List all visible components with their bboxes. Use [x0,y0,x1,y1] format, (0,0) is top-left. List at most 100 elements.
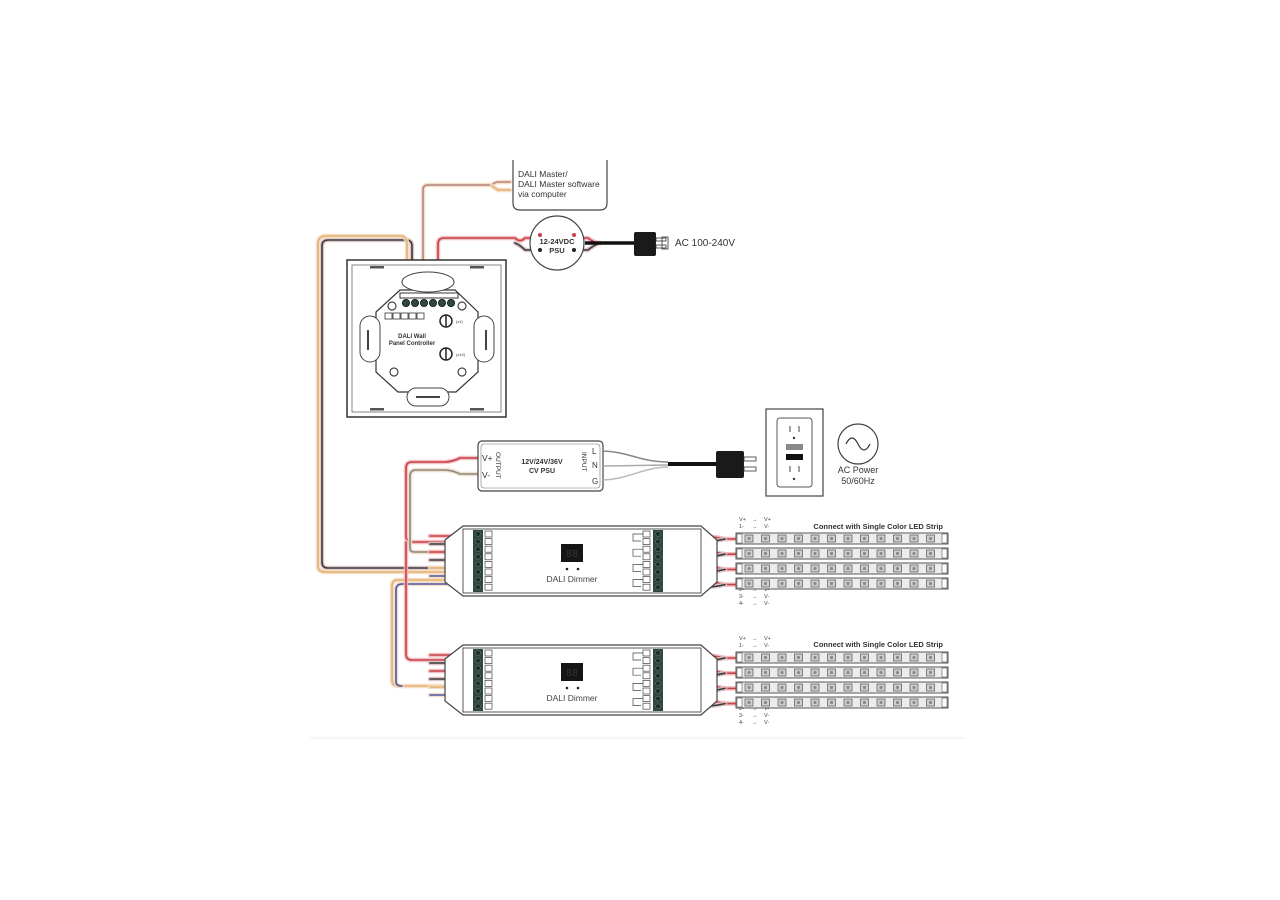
channel-bracket [632,667,643,676]
led-dot [796,670,801,675]
wire-cvpsu-vminus [409,469,479,553]
led-dot [895,581,900,586]
led-dot [912,670,916,675]
led-dot [895,670,900,675]
strip-connector [941,548,948,559]
led-dot [747,536,751,541]
pin-map-to: V- [764,720,769,726]
wall-panel-terminals [399,292,459,307]
led-dot [763,566,768,571]
terminal-screw [475,657,481,664]
terminal-label-box [484,583,493,591]
terminal-screw [655,688,661,694]
terminal-screw [475,531,481,537]
led-dot [928,581,933,586]
led-dot [780,581,784,586]
terminal-label-box [642,538,651,545]
terminal-label-box [642,545,651,553]
led-dot [912,700,916,705]
address-dial-x10: (x10) [439,347,466,361]
wall-panel-button-row [384,312,425,320]
terminal-label-box [484,545,493,553]
wire-power-to-dimmer-2 [405,541,471,661]
strip-connector [736,578,743,589]
wall-panel-line-2: Panel Controller [389,341,436,347]
led-dot [846,700,850,705]
terminal-label-box [642,695,651,702]
terminal-label-box [484,538,493,545]
terminal-screw [655,703,661,709]
channel-bracket [632,564,643,572]
led-strip-group-1: Connect with Single Color LED Strip V+→V… [735,517,949,607]
terminal-screw [655,576,661,583]
cv-psu-G: G [592,477,598,486]
led-indicator [565,686,569,690]
led-dot [879,655,883,660]
terminal-screw [655,569,661,575]
terminal-label-box [642,672,651,680]
strip-connector [941,533,948,544]
terminal-label-box [642,664,651,672]
arrow-icon: → [752,601,758,607]
terminal-label-box [484,649,493,657]
terminal-screw [419,298,428,307]
strip-connector [736,548,743,559]
dali-master-line-2: DALI Master software [518,179,600,189]
display-digits: 88 [566,549,578,560]
terminal-label-box [484,657,493,664]
pin-map-from: V+ [739,636,746,642]
config-button [408,312,417,320]
channel-bracket [632,548,643,557]
led-dot [763,581,768,586]
led-strip [735,577,949,590]
terminal-label-box [642,680,651,687]
led-dot [829,655,834,660]
pin-map-to: V- [764,713,769,719]
led-dot [912,566,916,571]
pin-map-to: V- [764,601,769,607]
led-dot [879,551,883,556]
pin-map-from: 1- [739,643,744,649]
dali-master-line-3: via computer [518,189,567,199]
led-dot [796,536,801,541]
terminal-screw [475,673,481,679]
strip-connector [941,578,948,589]
terminal-screw [655,680,661,687]
terminal-screw [655,657,661,664]
led-dot [846,655,850,660]
config-button [384,312,393,320]
led-dot [829,551,834,556]
pin-map-from: 1- [739,524,744,530]
led-dot [829,700,834,705]
terminal-label-box [642,553,651,561]
wall-panel-controller: (x1) (x10) DALI Wall Panel Controller [346,259,507,418]
small-psu: 12-24VDC PSU [529,215,585,271]
strip-connector [941,682,948,693]
led-dot [829,566,834,571]
wire-dali-master-1 [422,181,511,293]
terminal-block [399,292,459,299]
led-strip [735,532,949,545]
terminal-label-box [484,553,493,561]
config-button [416,312,425,320]
arrow-icon: → [752,587,758,593]
led-strip-group-2: Connect with Single Color LED Strip V+→V… [735,636,949,726]
config-button [400,312,409,320]
led-dot [862,551,867,556]
led-dot [796,700,801,705]
led-dot [763,551,768,556]
led-dot [928,551,933,556]
strip-connector [736,667,743,678]
led-dot [895,566,900,571]
arrow-icon: → [752,524,758,530]
cv-psu-line-1: 12V/24V/36V [521,459,563,466]
dali-master-box: DALI Master/ DALI Master software via co… [512,160,608,211]
wire-psu-to-panel-2 [514,242,537,251]
terminal-label-box [642,561,651,568]
led-dot [796,551,801,556]
ac-plug-large [602,450,757,481]
led-dot [862,670,867,675]
terminal-label-box [642,649,651,657]
led-strip [735,547,949,560]
